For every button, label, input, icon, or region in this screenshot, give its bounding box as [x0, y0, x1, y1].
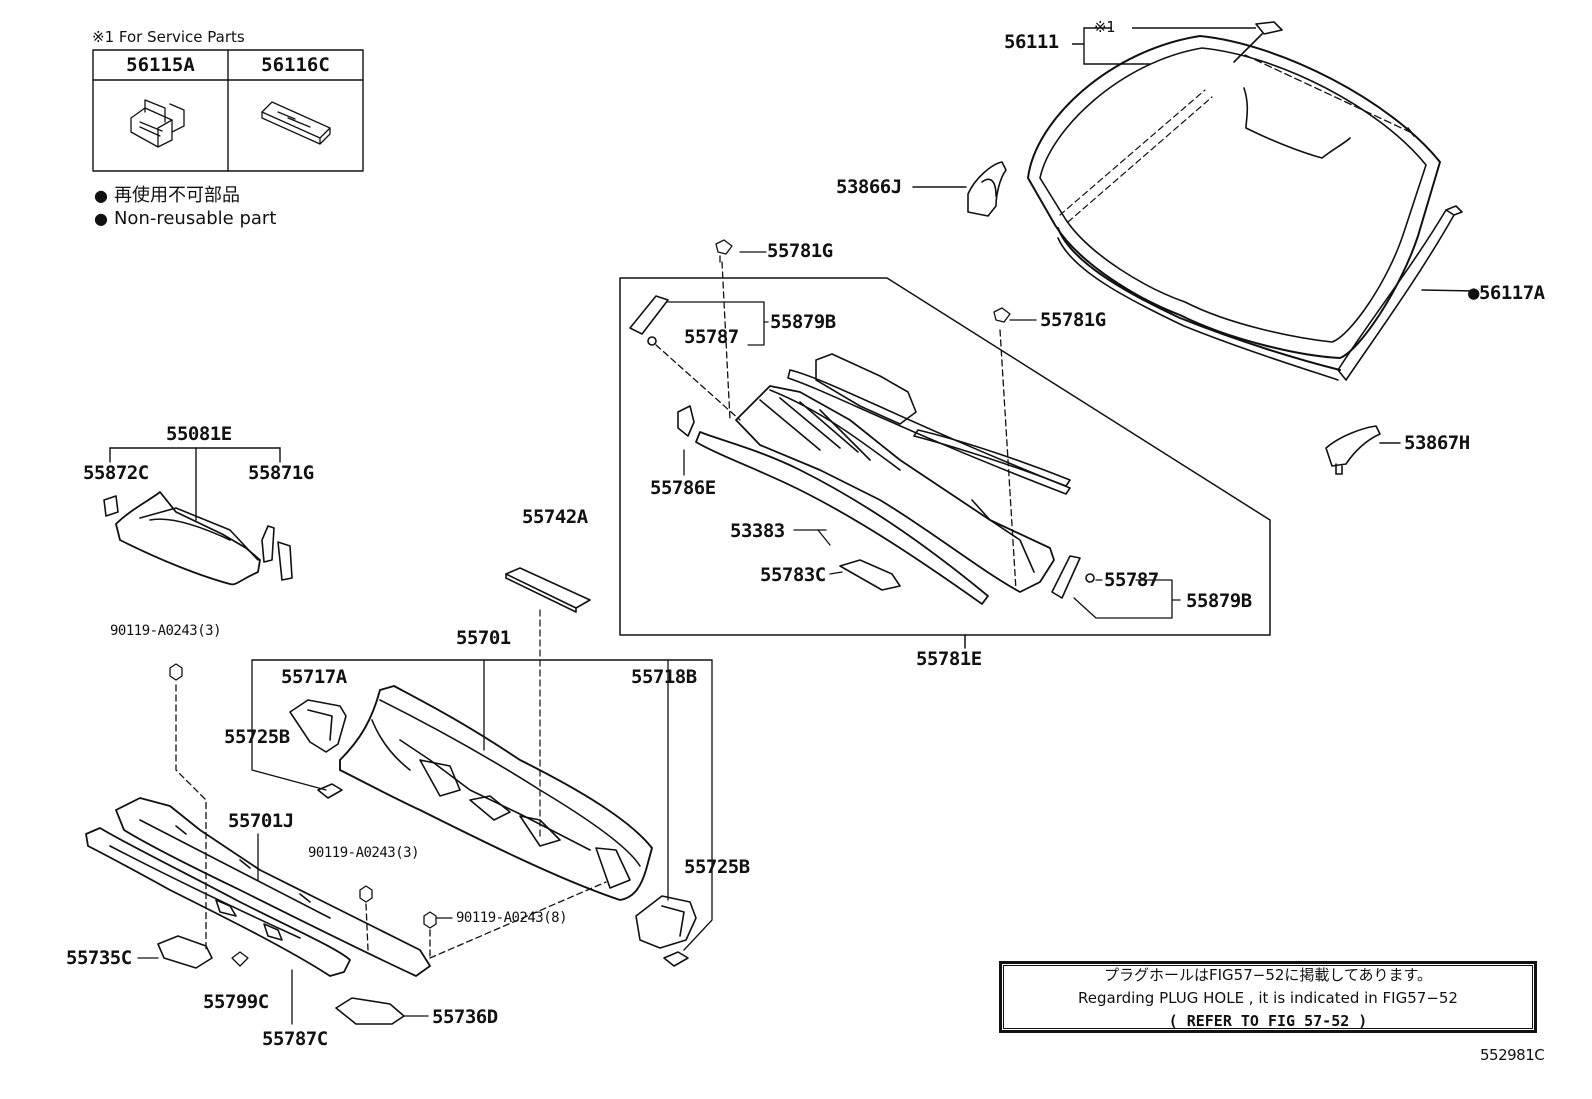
service-part-56116C-label: 56116C: [261, 54, 330, 76]
service-parts-title: ※1 For Service Parts: [92, 28, 245, 46]
cowl-louver-panel: [629, 295, 1095, 605]
callout-55787-a: 55787: [684, 326, 739, 348]
callout-55781E: 55781E: [916, 648, 982, 670]
callout-53866J: 53866J: [836, 176, 902, 198]
windshield-glass: [1027, 21, 1441, 359]
callout-55799C: 55799C: [203, 991, 269, 1013]
bracket-53867H: [1325, 425, 1401, 475]
legend-jp: ●再使用不可部品: [94, 185, 240, 206]
callout-55081E: 55081E: [166, 423, 232, 445]
cowl-inner-panel: [85, 797, 431, 977]
callout-55717A: 55717A: [281, 666, 347, 688]
assembly-55081E: [103, 447, 293, 586]
callout-55742A: 55742A: [522, 506, 588, 528]
callout-90119-a: 90119-A0243(3): [110, 623, 222, 639]
bullet-icon: ●: [94, 209, 108, 228]
callout-55725B-a: 55725B: [224, 726, 290, 748]
note-line-en: Regarding PLUG HOLE , it is indicated in…: [1078, 989, 1458, 1007]
callout-53383: 53383: [730, 520, 785, 542]
callout-55879B-b: 55879B: [1186, 590, 1252, 612]
windshield-molding: [1057, 205, 1477, 381]
callout-56117A: ●56117A: [1468, 282, 1545, 304]
cowl-top-panel: [251, 659, 713, 951]
callout-55736D: 55736D: [432, 1006, 498, 1028]
callout-53867H: 53867H: [1404, 432, 1470, 454]
callout-55871G: 55871G: [248, 462, 314, 484]
fastener-leader-lines: [175, 684, 607, 959]
figure-id: 552981C: [1480, 1046, 1545, 1064]
clip-56115A-icon: [130, 99, 185, 148]
callout-90119-c: 90119-A0243(8): [456, 910, 568, 926]
bracket-55718B: [635, 895, 697, 967]
bracket-53866J: [912, 161, 1007, 217]
callout-55787-b: 55787: [1104, 569, 1159, 591]
legend-en: ●Non-reusable part: [94, 208, 277, 229]
callout-55879B-a: 55879B: [770, 311, 836, 333]
callout-55701J: 55701J: [228, 810, 294, 832]
callout-55781G-b: 55781G: [1040, 309, 1106, 331]
note-line-jp: プラグホールはFIG57−52に掲載してあります。: [1103, 966, 1433, 984]
bracket-55717A: [289, 699, 347, 799]
callout-55783C: 55783C: [760, 564, 826, 586]
bolt-icons: [169, 663, 437, 967]
leader-56111: [1072, 27, 1256, 65]
cowl-leader-lines: [655, 251, 1181, 619]
pad-56116C-icon: [261, 101, 331, 145]
note-line-ref: ( REFER TO FIG 57-52 ): [1168, 1012, 1368, 1030]
cowl-assembly-frame: [619, 277, 1271, 649]
bracket-55736D: [335, 997, 429, 1025]
callout-note-1: ※1: [1094, 18, 1115, 36]
callout-55701: 55701: [456, 627, 511, 649]
bullet-icon: ●: [94, 186, 108, 205]
callout-55787C: 55787C: [262, 1028, 328, 1050]
clip-55781G-icon: [715, 239, 1011, 323]
plug-hole-note: プラグホールはFIG57−52に掲載してあります。 Regarding PLUG…: [999, 961, 1537, 1033]
service-part-56115A-label: 56115A: [126, 54, 195, 76]
service-parts-table: [92, 49, 364, 172]
pad-55742A: [505, 567, 591, 841]
callout-55735C: 55735C: [66, 947, 132, 969]
callout-56111: 56111: [1004, 31, 1059, 53]
callout-90119-b: 90119-A0243(3): [308, 845, 420, 861]
bracket-55735C: [137, 935, 213, 969]
callout-55718B: 55718B: [631, 666, 697, 688]
callout-55781G-a: 55781G: [767, 240, 833, 262]
callout-55872C: 55872C: [83, 462, 149, 484]
callout-55725B-b: 55725B: [684, 856, 750, 878]
callout-55786E: 55786E: [650, 477, 716, 499]
